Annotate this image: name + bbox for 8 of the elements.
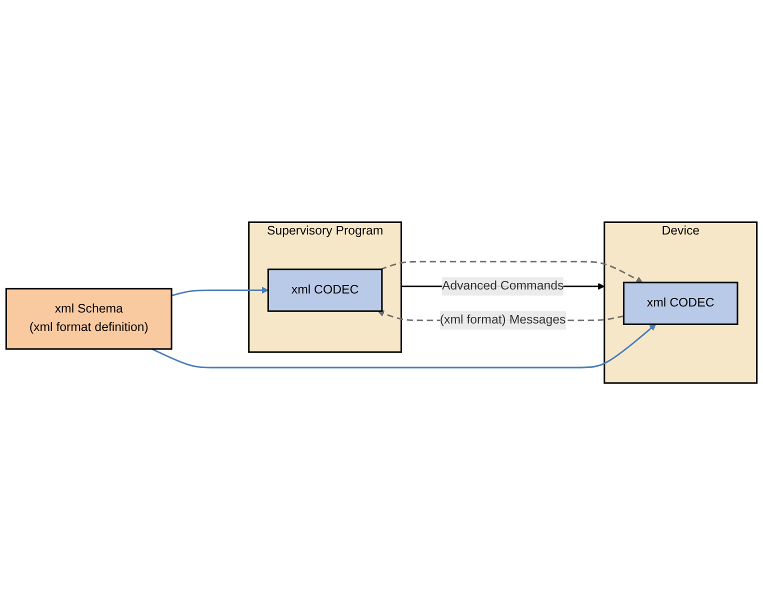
- edge-label: Advanced Commands: [442, 279, 564, 292]
- node-box: xml CODEC: [267, 268, 383, 312]
- edge-label: (xml format) Messages: [440, 313, 566, 326]
- arrow: [380, 260, 643, 283]
- arrow: [171, 286, 268, 296]
- node-box: xml CODEC: [622, 282, 738, 325]
- node-box: xml Schema (xml format definition): [5, 288, 172, 350]
- arrow: [152, 324, 656, 368]
